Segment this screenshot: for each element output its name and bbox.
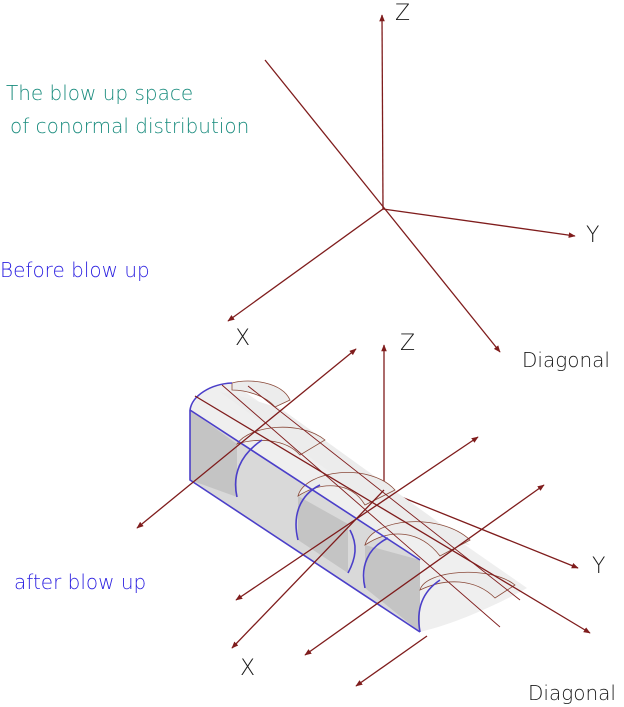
after-diagonal-label: Diagonal xyxy=(528,681,616,705)
tube-guide-line-2 xyxy=(247,385,521,601)
after-x-label: X xyxy=(240,656,255,681)
before-y-label: Y xyxy=(586,223,599,248)
fibre-arrow-3 xyxy=(304,484,545,656)
before-x-label: X xyxy=(235,326,250,351)
tube-guide-lines xyxy=(221,384,521,628)
tube-guide-line-1 xyxy=(221,384,501,628)
title-line-1: The blow up space xyxy=(6,81,193,105)
after-z-label: Z xyxy=(400,331,415,356)
before-z-label: Z xyxy=(395,1,410,26)
title-line-2: of conormal distribution xyxy=(10,114,249,138)
before-axes xyxy=(227,14,576,353)
after-y-label: Y xyxy=(592,554,605,579)
before-diagonal-axis xyxy=(264,59,501,353)
after-blow-up-label: after blow up xyxy=(14,570,146,594)
before-z-axis xyxy=(379,14,385,210)
blown-up-tube xyxy=(189,380,527,633)
fibre-arrows xyxy=(136,348,545,687)
before-blow-up-label: Before blow up xyxy=(0,258,150,282)
fibre-arrow-4 xyxy=(355,635,428,687)
before-y-axis xyxy=(382,208,576,238)
before-x-axis xyxy=(227,208,384,322)
tube-side-shade-3 xyxy=(365,545,420,632)
before-diagonal-label: Diagonal xyxy=(522,348,610,372)
